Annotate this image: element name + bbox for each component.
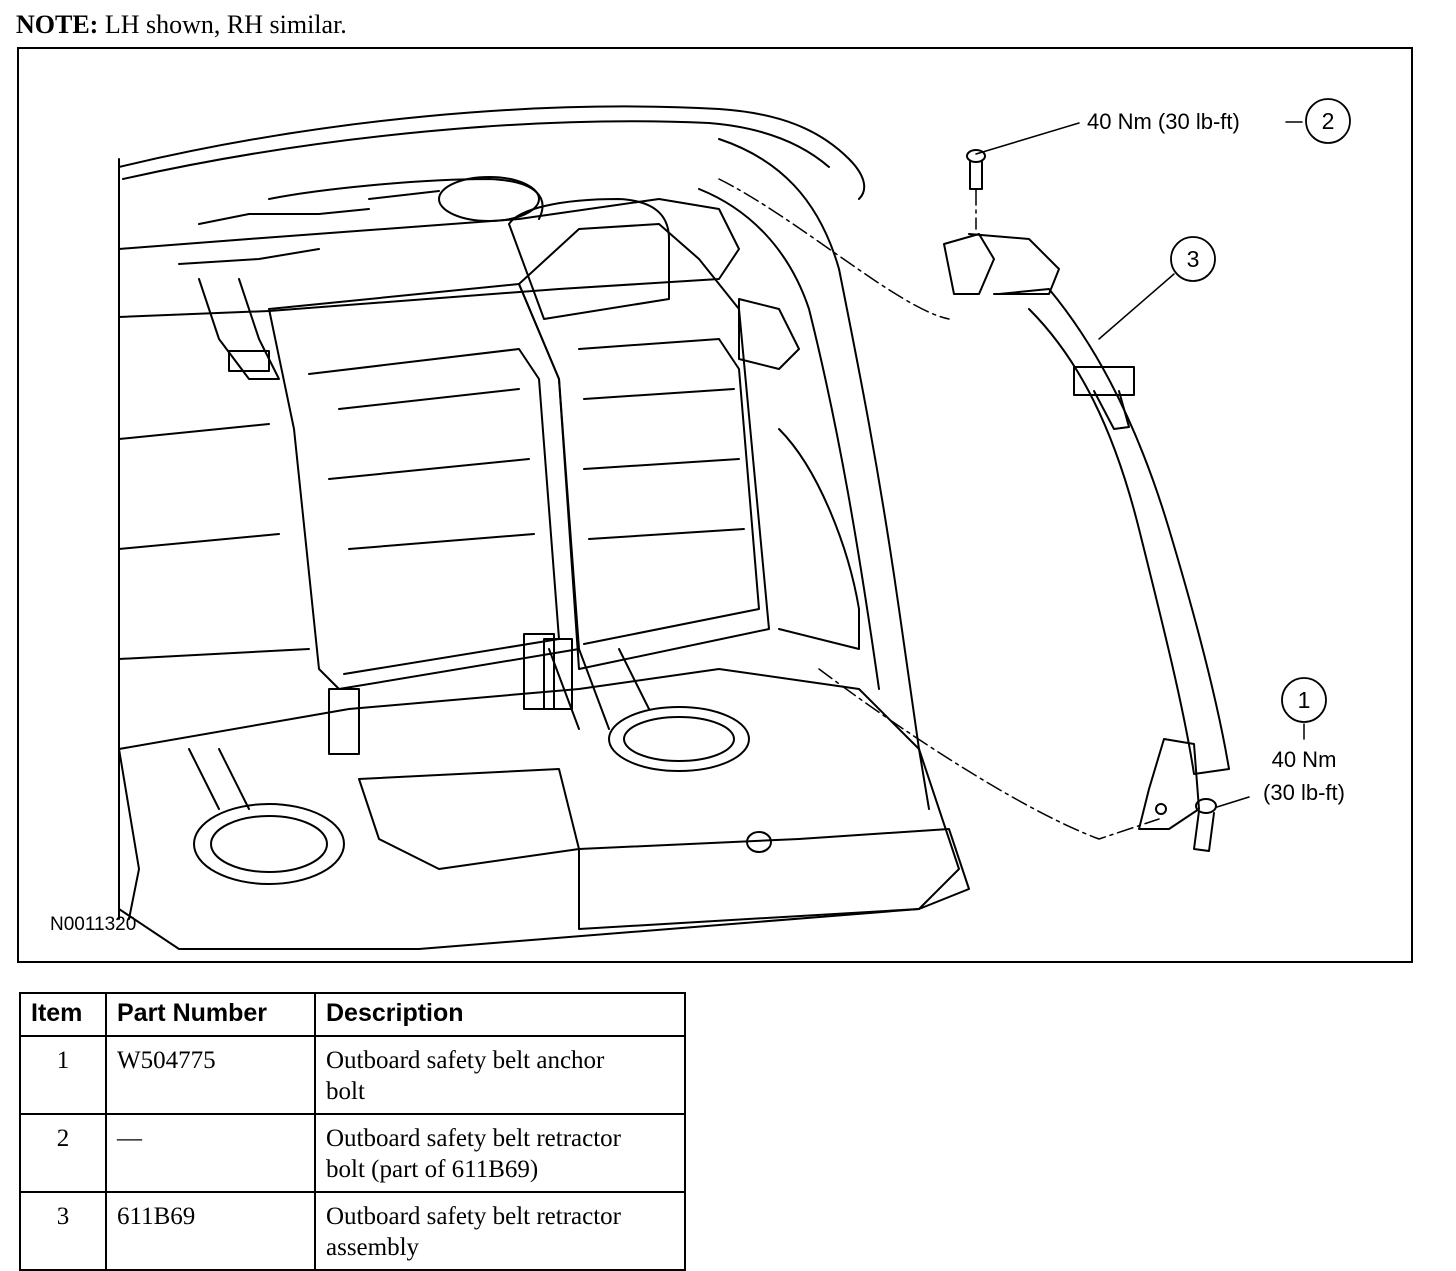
note: NOTE: LH shown, RH similar. — [16, 10, 347, 40]
buckle-left — [328, 688, 360, 755]
left-speaker — [193, 803, 345, 885]
callout-circle-2 — [1305, 98, 1351, 144]
leader-anchor-bolt — [1216, 796, 1250, 808]
description-line: bolt (part of 611B69) — [326, 1156, 539, 1183]
c-pillar-inner — [698, 188, 880, 690]
leader-anchor-install — [818, 668, 1160, 840]
leader-item-3 — [1098, 273, 1175, 340]
right-speaker — [608, 706, 750, 772]
figure-id: N0011320 — [50, 914, 137, 935]
cell-description: Outboard safety belt retractor bolt (par… — [314, 1113, 686, 1193]
torque-label-1-lbft: (30 lb-ft) — [1263, 780, 1345, 805]
belt-guide — [1073, 366, 1135, 396]
description-line: Outboard safety belt retractor — [326, 1125, 622, 1152]
callout-number-2: 2 — [1322, 108, 1335, 134]
floor-ribs — [188, 648, 650, 810]
table-row: 2 — Outboard safety belt retractor bolt … — [19, 1113, 686, 1193]
floor-plug — [746, 831, 772, 853]
table-row: 3 611B69 Outboard safety belt retractor … — [19, 1191, 686, 1271]
leader-bolt-2 — [975, 122, 1080, 155]
seat-back-left-inner — [308, 348, 560, 675]
cell-part-number: 611B69 — [105, 1191, 316, 1271]
belt-webbing — [998, 288, 1230, 775]
description-line: Outboard safety belt retractor — [326, 1203, 622, 1230]
tray-ribs — [178, 190, 440, 265]
cell-description: Outboard safety belt retractor assembly — [314, 1191, 686, 1271]
right-speaker-inner — [623, 716, 735, 762]
callout-circle-3 — [1170, 236, 1216, 282]
roof-edge — [118, 105, 866, 200]
torque-label-2: 40 Nm (30 lb-ft) — [1087, 109, 1240, 134]
c-pillar — [718, 138, 930, 810]
parts-table: Item Part Number Description 1 W504775 O… — [19, 992, 686, 1271]
retractor-assembly — [943, 233, 1230, 830]
description-line: assembly — [326, 1234, 420, 1261]
left-body — [118, 158, 140, 920]
cell-description: Outboard safety belt anchor bolt — [314, 1035, 686, 1115]
seat-back-right-inner — [578, 338, 760, 645]
note-text: LH shown, RH similar. — [104, 10, 347, 39]
quarter-trim — [738, 298, 800, 370]
left-speaker-inner — [210, 815, 328, 873]
header-part-number: Part Number — [105, 992, 316, 1037]
left-belt-clip — [228, 350, 270, 372]
tray-speaker — [438, 176, 540, 222]
retractor-body — [943, 233, 995, 295]
cell-item: 3 — [19, 1191, 107, 1271]
roof-edge-inner — [122, 120, 830, 180]
cell-item: 2 — [19, 1113, 107, 1193]
anchor-plate — [1138, 738, 1200, 830]
package-tray — [118, 198, 740, 318]
table-row: 1 W504775 Outboard safety belt anchor bo… — [19, 1035, 686, 1115]
vehicle-drawing: 2 3 1 40 Nm (30 lb-ft) 40 Nm (30 lb-ft) — [118, 98, 1351, 950]
callout-number-1: 1 — [1298, 687, 1311, 713]
callout-circle-1 — [1281, 677, 1327, 723]
callout-number-3: 3 — [1187, 246, 1200, 272]
anchor-hole — [1155, 803, 1167, 815]
note-label: NOTE: — [16, 10, 99, 39]
cell-part-number: — — [105, 1113, 316, 1193]
quarter-panel — [778, 428, 860, 650]
buckle-center — [523, 633, 555, 710]
floor-panel — [358, 768, 580, 870]
table-header-row: Item Part Number Description — [19, 992, 686, 1037]
seat-back-left — [268, 283, 580, 690]
bumper — [578, 828, 970, 930]
leader-retractor-install — [718, 178, 977, 320]
seat-lines-left — [118, 423, 310, 660]
header-item: Item — [19, 992, 107, 1037]
trunk-floor — [118, 668, 960, 950]
buckle-center-2 — [543, 638, 573, 710]
header-description: Description — [314, 992, 686, 1037]
diagram-figure: 2 3 1 40 Nm (30 lb-ft) 40 Nm (30 lb-ft) … — [17, 47, 1413, 963]
retractor-housing — [968, 233, 1060, 295]
description-line: Outboard safety belt anchor — [326, 1047, 605, 1074]
belt-tongue — [1093, 390, 1130, 430]
cell-item: 1 — [19, 1035, 107, 1115]
retractor-bolt-drawing — [966, 149, 986, 190]
left-belt — [198, 278, 280, 380]
description-line: bolt — [326, 1078, 365, 1105]
seat-seams — [328, 388, 745, 550]
torque-label-1-nm: 40 Nm — [1272, 747, 1337, 772]
headrest — [508, 198, 670, 320]
anchor-bolt-drawing — [1193, 798, 1217, 852]
cell-part-number: W504775 — [105, 1035, 316, 1115]
